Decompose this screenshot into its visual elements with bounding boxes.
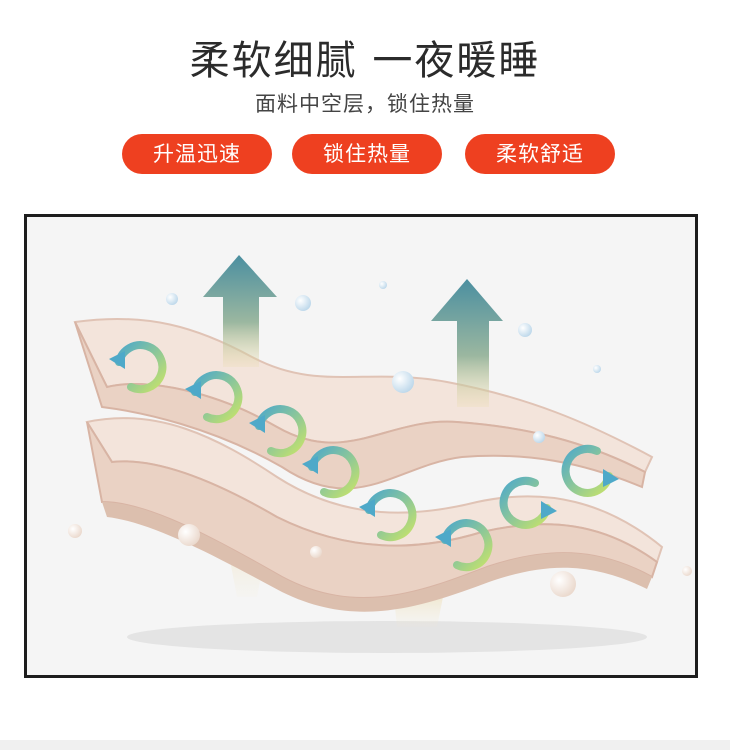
airflow-cycle-icon (435, 519, 493, 572)
airflow-cycle-icon (185, 371, 243, 424)
airflow-cycle-icon (249, 405, 307, 458)
airflow-cycle-icon (109, 341, 167, 394)
airflow-cycle-icon (359, 489, 417, 542)
tag-fast-warming: 升温迅速 (122, 134, 272, 174)
page-title: 柔软细腻 一夜暖睡 (189, 38, 541, 84)
airflow-cycle-icon (499, 476, 557, 529)
feature-tags: 升温迅速 锁住热量 柔软舒适 (0, 134, 730, 176)
fabric-illustration-frame (24, 214, 698, 678)
airflow-cycle-icon (561, 444, 619, 497)
airflow-cycle-icon (302, 446, 360, 499)
page-subtitle: 面料中空层，锁住热量 (255, 92, 475, 116)
tag-lock-heat: 锁住热量 (292, 134, 442, 174)
heat-arrow-left-icon (203, 255, 277, 367)
fabric-layer-top (74, 321, 647, 490)
tag-soft-comfort: 柔软舒适 (465, 134, 615, 174)
fabric-illustration (68, 255, 692, 653)
heat-arrow-right-icon (431, 279, 503, 407)
bottom-divider (0, 740, 730, 750)
air-bubbles (68, 281, 692, 597)
shadow (127, 621, 647, 653)
fabric-layer-bottom-edge (102, 502, 652, 612)
